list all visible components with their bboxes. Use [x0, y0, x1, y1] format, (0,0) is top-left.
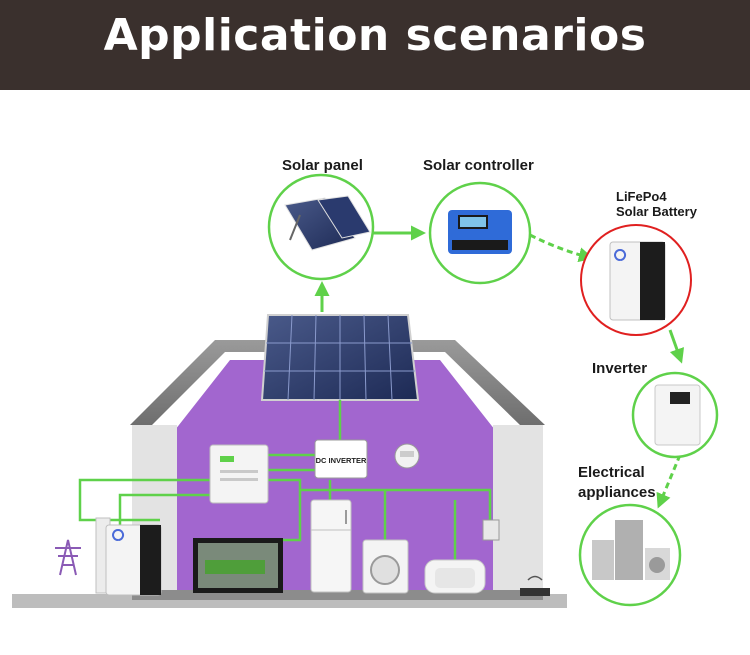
- house-floor: [132, 590, 543, 600]
- solar-panel-node: [267, 173, 375, 281]
- arrow-controller-to-battery: [529, 233, 594, 263]
- router: [520, 575, 550, 596]
- solar-panel-label: Solar panel: [282, 157, 363, 174]
- meter: [394, 443, 420, 469]
- battery-node: [580, 224, 692, 336]
- arrow-inverter-to-appliances: [656, 454, 682, 509]
- header-banner: Application scenarios: [0, 0, 750, 90]
- wall-inverter: [209, 444, 269, 504]
- house-right-wall: [493, 425, 543, 600]
- inverter-label: Inverter: [592, 360, 648, 377]
- roof-solar-panel: [260, 314, 420, 401]
- flow-arrows: [314, 225, 685, 509]
- arrow-battery-to-inverter: [668, 329, 685, 364]
- appliances-label-line1: Electrical: [578, 464, 645, 481]
- inverter-node: [631, 371, 719, 459]
- external-battery: [95, 517, 162, 596]
- battery-label-line2: Solar Battery: [616, 204, 697, 219]
- solar-controller-node: [428, 181, 532, 285]
- washing-machine: [362, 539, 409, 594]
- appliances-node: [578, 503, 682, 607]
- armchair: [424, 559, 486, 594]
- refrigerator: [310, 499, 352, 593]
- dc-inverter-label: DC INVERTER: [316, 456, 367, 465]
- appliances-label-line2: appliances: [578, 484, 656, 501]
- power-pylon: [55, 539, 81, 576]
- page-title: Application scenarios: [103, 10, 647, 61]
- television: [193, 538, 283, 593]
- dc-inverter-box: DC INVERTER: [314, 439, 368, 479]
- solar-controller-label: Solar controller: [423, 157, 534, 174]
- outlet-box: [482, 519, 500, 541]
- battery-label-line1: LiFePo4: [616, 189, 667, 204]
